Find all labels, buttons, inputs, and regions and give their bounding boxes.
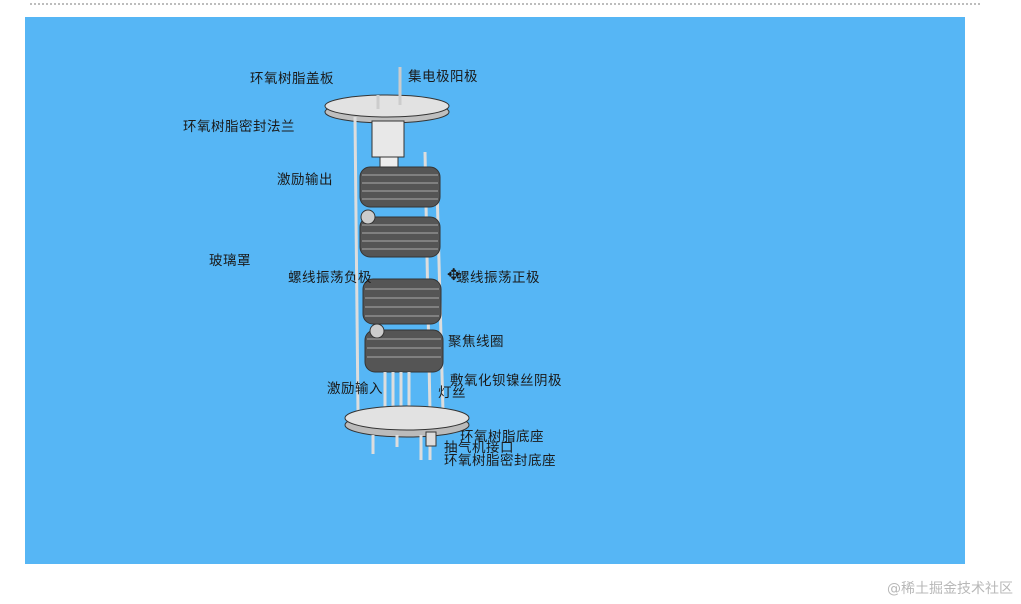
label-helix-positive: 螺线振荡正极: [456, 270, 540, 286]
traveling-wave-tube-drawing: [324, 67, 470, 460]
diagram-image: 环氧树脂盖板 集电极阳极 环氧树脂密封法兰 激励输出 玻璃罩 螺线振荡负极 螺线…: [25, 17, 965, 564]
label-epoxy-cover: 环氧树脂盖板: [250, 71, 334, 87]
label-epoxy-seal-flange: 环氧树脂密封法兰: [183, 119, 295, 135]
label-cathode: 敷氧化钡镍丝阴极: [450, 373, 562, 389]
label-glass-cover: 玻璃罩: [209, 253, 251, 269]
mouse-cursor-icon: ✥: [447, 265, 461, 284]
label-helix-negative: 螺线振荡负极: [288, 270, 372, 286]
label-epoxy-base: 环氧树脂底座: [460, 429, 544, 445]
watermark: @稀土掘金技术社区: [887, 581, 1013, 597]
label-pump-port: 抽气机接口: [444, 440, 514, 456]
label-collector-anode: 集电极阳极: [408, 69, 478, 85]
label-filament: 灯丝: [438, 385, 466, 401]
label-excitation-input: 激励输入: [327, 381, 383, 397]
label-focus-coil: 聚焦线圈: [448, 334, 504, 350]
label-excitation-output: 激励输出: [277, 172, 333, 188]
label-epoxy-seal-base: 环氧树脂密封底座: [444, 453, 556, 469]
cropped-text-line: [30, 0, 980, 5]
